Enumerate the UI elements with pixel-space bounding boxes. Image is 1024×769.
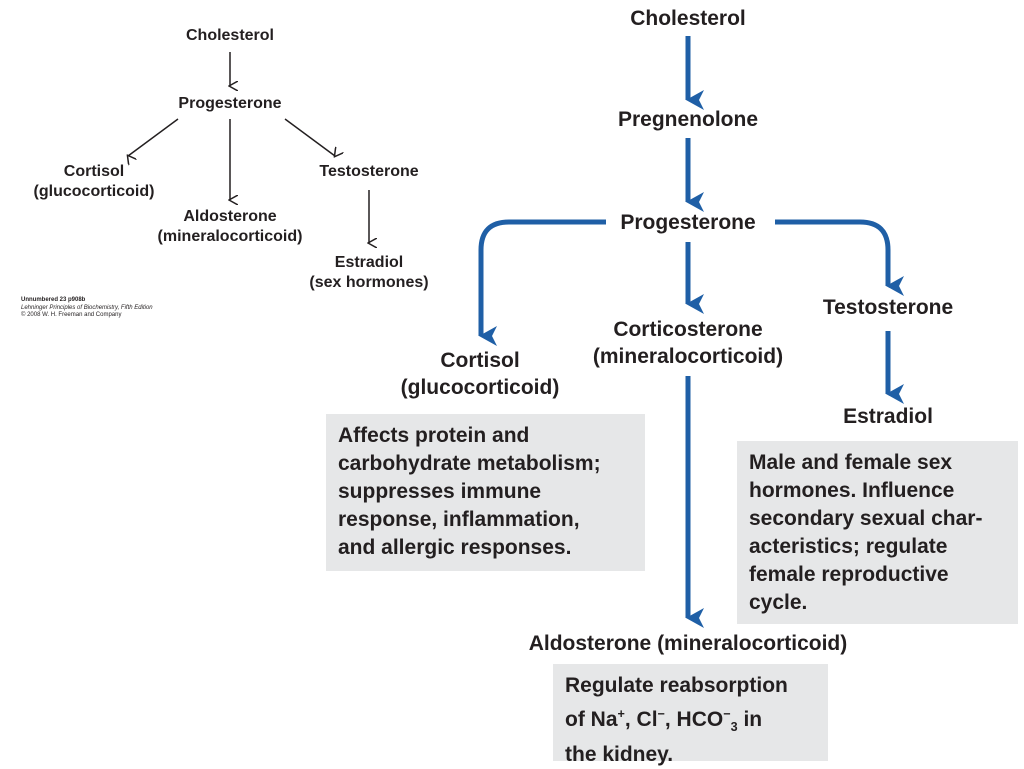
aldosterone-function-line-3: the kidney. — [565, 743, 674, 767]
simple-estradiol-class: (sex hormones) — [309, 274, 429, 291]
detailed-corticosterone-class: (mineralocorticoid) — [592, 345, 784, 368]
cortisol-function-text: Affects protein and carbohydrate metabol… — [338, 424, 601, 559]
simple-estradiol-name: Estradiol — [334, 254, 404, 271]
ion-in-text: in — [737, 708, 763, 731]
simple-progesterone-label: Progesterone — [178, 95, 282, 112]
detailed-cortisol-class: (glucocorticoid) — [400, 376, 560, 399]
simple-pathway-arrows — [128, 52, 369, 243]
detailed-pregnenolone-label: Pregnenolone — [617, 108, 759, 131]
detailed-cholesterol-label: Cholesterol — [630, 7, 746, 30]
detailed-estradiol-label: Estradiol — [843, 405, 933, 428]
aldosterone-function-line-1: Regulate reabsorption — [565, 674, 788, 697]
arrow-progesterone-to-testosterone — [284, 118, 335, 156]
simple-aldosterone-class: (mineralocorticoid) — [157, 228, 303, 245]
detailed-cortisol-name: Cortisol — [440, 349, 520, 372]
ion-na-charge: + — [617, 707, 625, 721]
simple-cortisol-class: (glucocorticoid) — [33, 183, 155, 200]
credit-line-2: Lehninger Principles of Biochemistry, Fi… — [21, 304, 153, 311]
ion-hco3-charge: − — [723, 707, 731, 721]
arrow-progesterone-to-cortisol — [128, 118, 179, 156]
detailed-aldosterone-label: Aldosterone (mineralocorticoid) — [528, 632, 848, 655]
arrow-progesterone-to-cortisol — [478, 219, 606, 346]
detailed-pathway-arrows — [478, 36, 904, 628]
ion-hco3-subscript: 3 — [730, 720, 738, 735]
ion-na-text: of Na — [565, 708, 618, 731]
figure-credit: Unnumbered 23 p908b Lehninger Principles… — [21, 297, 153, 320]
detailed-cortisol-label: Cortisol (glucocorticoid) — [380, 347, 580, 401]
ion-hco3-text: , HCO — [664, 708, 724, 731]
detailed-testosterone-label: Testosterone — [822, 296, 954, 319]
credit-line-3: © 2008 W. H. Freeman and Company — [21, 312, 122, 318]
detailed-corticosterone-name: Corticosterone — [613, 318, 763, 341]
simple-testosterone-label: Testosterone — [319, 163, 419, 180]
simple-cortisol-name: Cortisol — [63, 163, 125, 180]
credit-line-1: Unnumbered 23 p908b — [21, 297, 86, 303]
aldosterone-function-line-2: of Na+, Cl−, HCO−3 in — [565, 700, 816, 741]
simple-cholesterol-label: Cholesterol — [185, 27, 274, 44]
estradiol-function-text: Male and female sex hormones. Influence … — [749, 451, 983, 614]
simple-aldosterone-label: Aldosterone (mineralocorticoid) — [130, 207, 330, 247]
detailed-progesterone-label: Progesterone — [620, 211, 756, 234]
ion-cl-text: , Cl — [624, 708, 658, 731]
cortisol-function-box: Affects protein and carbohydrate metabol… — [326, 414, 645, 571]
simple-aldosterone-name: Aldosterone — [183, 208, 277, 225]
simple-estradiol-label: Estradiol (sex hormones) — [284, 253, 454, 293]
simple-cortisol-label: Cortisol (glucocorticoid) — [14, 162, 174, 202]
detailed-corticosterone-label: Corticosterone (mineralocorticoid) — [568, 316, 808, 370]
ion-cl-charge: − — [657, 707, 665, 721]
aldosterone-function-box: Regulate reabsorption of Na+, Cl−, HCO−3… — [553, 664, 828, 766]
arrow-progesterone-to-testosterone — [775, 219, 904, 296]
estradiol-function-box: Male and female sex hormones. Influence … — [737, 441, 1018, 624]
